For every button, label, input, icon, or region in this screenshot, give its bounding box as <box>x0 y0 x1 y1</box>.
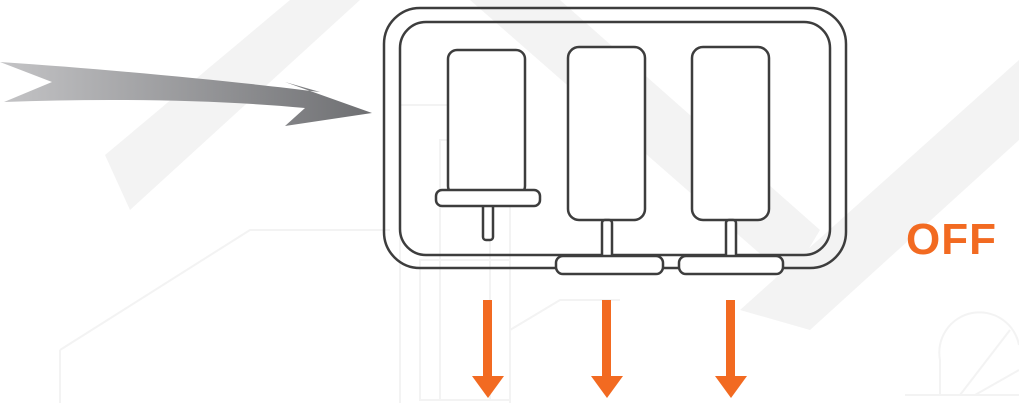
switch-2 <box>554 45 665 276</box>
switch-1 <box>434 48 542 242</box>
switch-3 <box>677 45 785 276</box>
down-arrow-icon <box>715 300 747 398</box>
state-label: OFF <box>906 215 997 264</box>
left-pointing-arrow-icon <box>0 62 372 126</box>
down-arrow-icon <box>472 300 504 398</box>
down-arrow-icon <box>591 300 623 398</box>
